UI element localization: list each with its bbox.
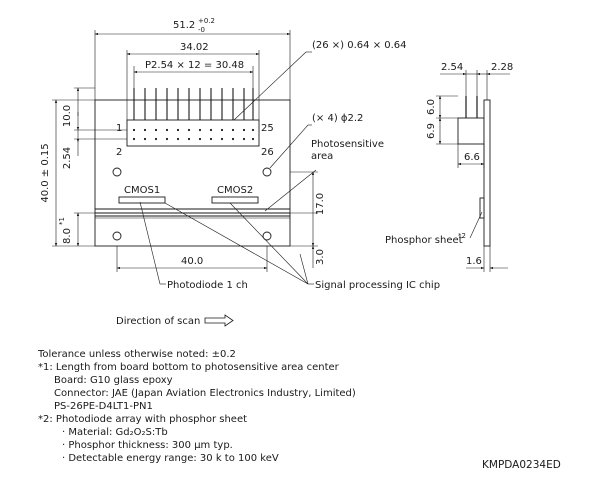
note-2-title: *2: Photodiode array with phosphor sheet (38, 414, 248, 425)
pins-spec-label: (26 ×) 0.64 × 0.64 (312, 40, 407, 51)
dim-overall-height: 40.0 ± 0.15 (40, 143, 51, 202)
dim-center-height: 8.0 (62, 228, 73, 244)
cmos2-chip (211, 196, 259, 204)
board-outline (94, 99, 291, 247)
dim-pin-row-pitch: 2.54 (62, 147, 73, 169)
signal-chip-label: Signal processing IC chip (315, 280, 440, 291)
cmos2-label: CMOS2 (217, 185, 253, 196)
connector-contacts (132, 128, 255, 141)
side-dim-depth: 6.6 (464, 152, 480, 163)
side-dim-pitch-b: 2.28 (491, 62, 513, 73)
photosensitive-label-1: Photosensitive (311, 139, 384, 150)
side-dim-pitch-a: 2.54 (441, 62, 463, 73)
note-1-title: *1: Length from board bottom to photosen… (38, 362, 339, 373)
dim-overall-width-tol: +0.2 (198, 17, 215, 25)
side-board (483, 99, 491, 247)
dim-overall-width-tol-low: -0 (198, 26, 205, 34)
note-1-connector: Connector: JAE (Japan Aviation Electroni… (54, 388, 356, 399)
dim-connector-width: 34.02 (180, 42, 209, 53)
dim-center-height-mark: *1 (58, 217, 66, 225)
front-dimensions (52, 30, 318, 285)
mounting-hole-bottom-left (112, 231, 122, 241)
mounting-hole-top-left (112, 167, 122, 177)
cmos1-label: CMOS1 (124, 185, 160, 196)
photodiode-label: Photodiode 1 ch (167, 280, 248, 291)
pin-26-label: 26 (261, 147, 274, 158)
scan-arrow-icon (204, 314, 234, 327)
note-2-energy: · Detectable energy range: 30 k to 100 k… (62, 453, 279, 464)
front-view (94, 88, 291, 247)
pin-2-label: 2 (116, 147, 122, 158)
dim-photodiode-length: 40.0 (181, 256, 203, 267)
side-dim-thickness: 1.6 (466, 256, 482, 267)
side-view (457, 96, 491, 247)
document-id: KMPDA0234ED (482, 459, 561, 471)
side-dim-pin-length: 6.0 (426, 99, 437, 115)
side-connector (457, 117, 485, 145)
connector-body (126, 119, 260, 147)
pin-1-label: 1 (116, 123, 122, 134)
note-2-thickness: · Phosphor thickness: 300 μm typ. (62, 440, 233, 451)
photosensitive-label-2: area (311, 151, 333, 162)
side-dim-conn-height: 6.9 (426, 123, 437, 139)
dim-chip-offset: 3.0 (315, 249, 326, 265)
dim-sensor-offset: 17.0 (315, 193, 326, 215)
holes-spec-label: (× 4) ϕ2.2 (312, 113, 363, 124)
technical-drawing: 51.2 +0.2 -0 34.02 P2.54 × 12 = 30.48 (2… (40, 17, 513, 327)
side-dimensions (436, 70, 510, 272)
dim-pin-height: 10.0 (62, 105, 73, 127)
dim-overall-width: 51.2 (173, 20, 195, 31)
notes-block: Tolerance unless otherwise noted: ±0.2 *… (38, 348, 356, 465)
note-tolerance: Tolerance unless otherwise noted: ±0.2 (38, 349, 236, 360)
pin-25-label: 25 (261, 123, 274, 134)
phosphor-mark: *2 (458, 232, 466, 240)
phosphor-label: Phosphor sheet (385, 235, 463, 246)
scan-direction-label: Direction of scan (116, 316, 200, 327)
note-1-board: Board: G10 glass epoxy (54, 375, 173, 386)
note-2-material: · Material: Gd₂O₂S:Tb (62, 427, 168, 438)
dim-pin-pitch: P2.54 × 12 = 30.48 (145, 60, 244, 71)
cmos1-chip (118, 196, 166, 204)
mounting-hole-top-right (262, 167, 272, 177)
side-phosphor (479, 197, 485, 219)
note-1-part: PS-26PE-D4LT1-PN1 (54, 401, 153, 412)
mounting-hole-bottom-right (262, 231, 272, 241)
